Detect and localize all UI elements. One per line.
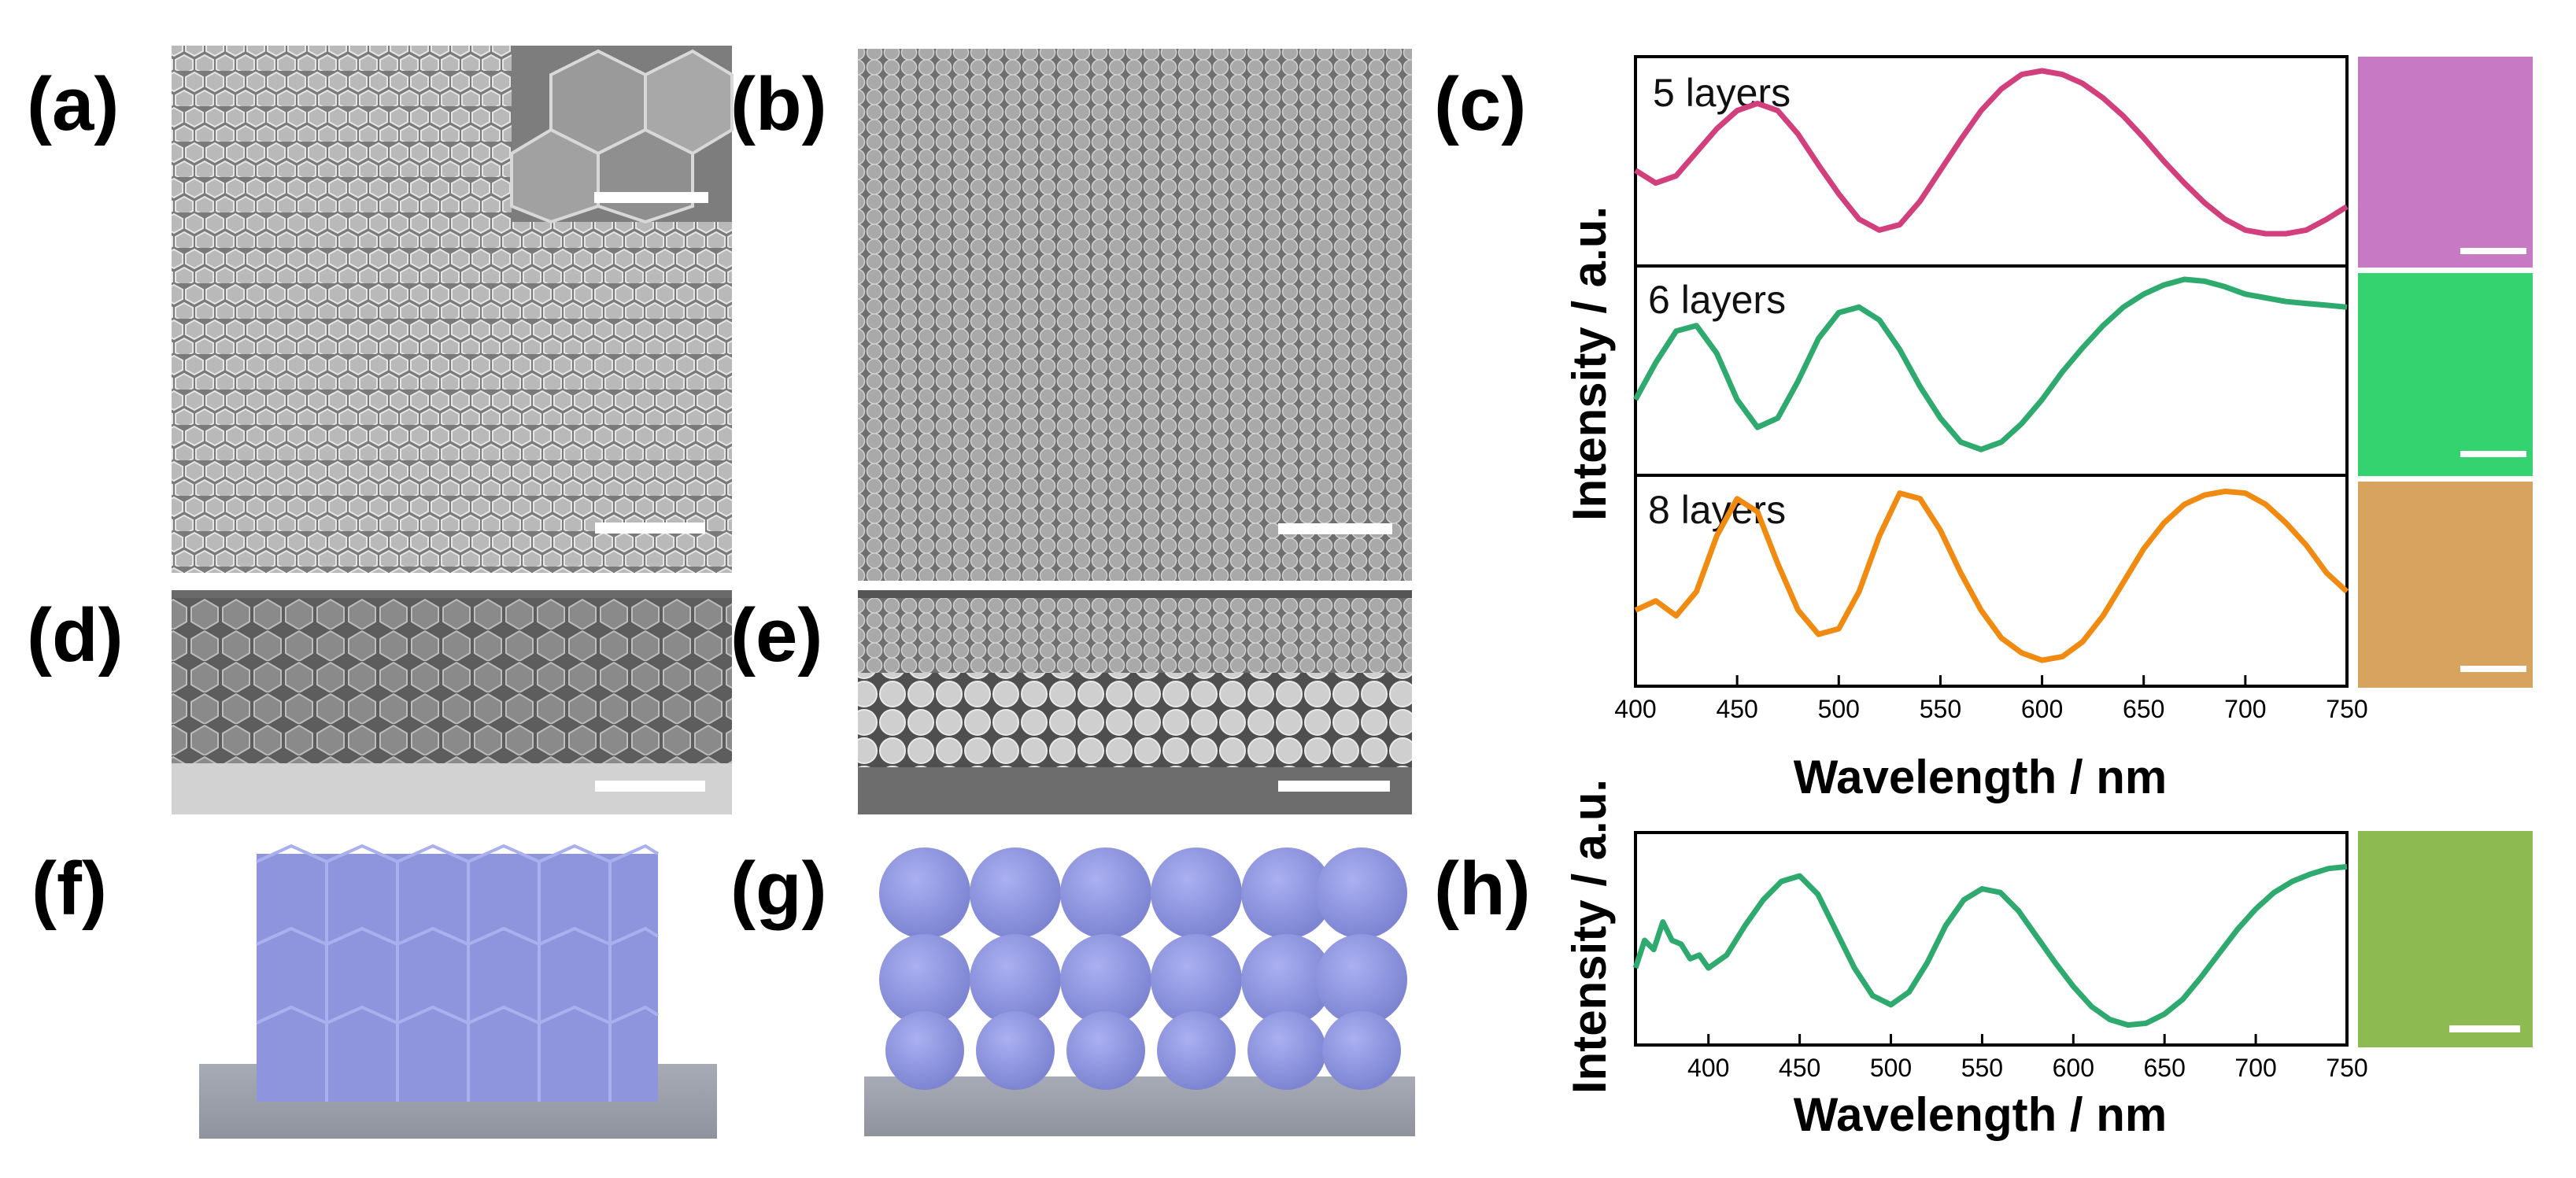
chart-c-xticks: 400 450 500 550 600 650 700 750: [1614, 675, 2368, 723]
sem-image-b: [858, 49, 1412, 581]
panel-label-c: (c): [1434, 62, 1526, 146]
chart-h-xticks: 400 450 500 550 600 650 700 750: [1687, 1034, 2368, 1082]
scale-bar-a: [595, 523, 705, 534]
chart-c-xlabel: Wavelength / nm: [1794, 751, 2168, 803]
chart-h-frame: [1634, 831, 2349, 1047]
x-tick-label: 550: [1961, 1054, 2003, 1082]
sem-image-a: [172, 46, 734, 573]
x-tick-label: 650: [2123, 695, 2164, 723]
x-tick-label: 700: [2234, 1054, 2276, 1082]
series-line-h: [1632, 863, 2348, 1028]
chart-c-frame: [1634, 55, 2349, 688]
panel-label-b: (b): [730, 62, 827, 146]
scale-bar-swatch-h: [2449, 1025, 2520, 1032]
model-g: [864, 847, 1415, 1136]
series-line-2: [1632, 276, 2348, 452]
panel-label-h: (h): [1434, 847, 1531, 931]
x-tick-label: 400: [1614, 695, 1656, 723]
panel-label-g: (g): [730, 847, 827, 931]
x-tick-label: 700: [2224, 695, 2266, 723]
x-tick-label: 500: [1870, 1054, 1912, 1082]
swatch-5-layers: [2358, 57, 2533, 268]
x-tick-label: 550: [1920, 695, 1961, 723]
series-line-3: [1634, 488, 2349, 663]
panel-label-d: (d): [27, 593, 124, 678]
scale-bar-swatch-8: [2460, 666, 2526, 672]
sphere-stack-g: [879, 847, 1407, 1090]
swatch-h: [2358, 831, 2533, 1047]
photo-swatch-h: [2358, 831, 2533, 1047]
particle-block-f: [257, 854, 658, 1102]
x-tick-label: 450: [1716, 695, 1757, 723]
chart-h-xlabel: Wavelength / nm: [1794, 1088, 2168, 1141]
chart-c: Intensity / a.u. Wavelength / nm 5 layer…: [1563, 55, 2368, 803]
x-tick-label: 650: [2144, 1054, 2186, 1082]
x-tick-label: 750: [2326, 1054, 2367, 1082]
sem-inset-a: [510, 46, 734, 224]
x-tick-label: 450: [1779, 1054, 1820, 1082]
substrate-g: [864, 1076, 1415, 1136]
chart-h-ylabel: Intensity / a.u.: [1563, 779, 1616, 1094]
x-tick-label: 600: [2021, 695, 2063, 723]
scale-bar-inset-a: [594, 192, 708, 203]
panel-label-a: (a): [27, 62, 119, 146]
trace-label-6-layers: 6 layers: [1648, 278, 1786, 322]
swatch-6-layers: [2358, 273, 2533, 476]
panel-label-f: (f): [31, 847, 107, 931]
x-tick-label: 400: [1687, 1054, 1729, 1082]
chart-c-ylabel: Intensity / a.u.: [1563, 206, 1616, 521]
model-f: [199, 844, 717, 1139]
x-tick-label: 750: [2326, 695, 2367, 723]
scale-bar-b: [1278, 523, 1392, 534]
panel-label-e: (e): [730, 593, 822, 678]
sem-image-e: [858, 590, 1412, 814]
scale-bar-swatch-6: [2460, 451, 2526, 457]
scale-bar-swatch-5: [2460, 248, 2526, 254]
chart-h-series: [1632, 863, 2348, 1028]
series-line-1: [1634, 68, 2349, 237]
chart-c-series: [1632, 68, 2349, 663]
sem-image-d: [172, 590, 732, 814]
x-tick-label: 600: [2053, 1054, 2094, 1082]
photo-swatches-c: [2358, 57, 2533, 688]
x-tick-label: 500: [1818, 695, 1860, 723]
swatch-8-layers: [2358, 482, 2533, 688]
scale-bar-e: [1278, 781, 1390, 792]
scale-bar-d: [595, 781, 705, 792]
chart-h: Intensity / a.u. Wavelength / nm 400 450 5…: [1563, 779, 2368, 1141]
